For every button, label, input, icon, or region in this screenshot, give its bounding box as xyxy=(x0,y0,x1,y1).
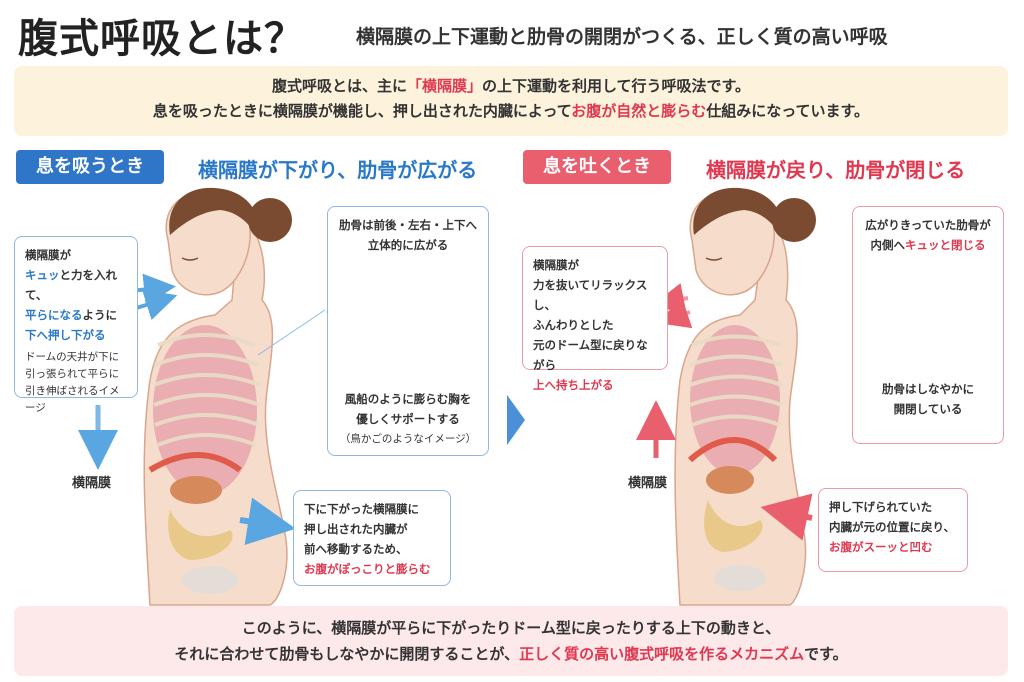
intro-panel: 腹式呼吸とは、主に「横隔膜」の上下運動を利用して行う呼吸法です。 息を吸ったとき… xyxy=(14,66,1008,136)
exhale-diaphragm-label: 横隔膜 xyxy=(628,476,668,491)
inhale-diaphragm-label: 横隔膜 xyxy=(72,476,112,491)
inhale-heading: 横隔膜が下がり、肋骨が広がる xyxy=(198,158,478,182)
exhale-belly-box: 押し下げられていた 内臓が元の位置に戻り、 お腹がスーッと凹む xyxy=(818,488,968,572)
summary-line-1: このように、横隔膜が平らに下がったりドーム型に戻ったりする上下の動きと、 xyxy=(241,619,781,637)
inhale-badge: 息を吸うとき xyxy=(16,150,164,184)
exhale-rib-box: 広がりきっていた肋骨が 内側へキュッと閉じる 肋骨はしなやかに 開閉している xyxy=(852,206,1004,444)
page-subtitle: 横隔膜の上下運動と肋骨の開閉がつくる、正しく質の高い呼吸 xyxy=(356,26,888,48)
next-arrow-icon xyxy=(507,395,525,445)
inhale-diaphragm-box: 横隔膜が キュッと力を入れて、 平らになるように 下へ押し下がる ドームの天井が… xyxy=(14,236,138,414)
inhale-rib-box: 肋骨は前後・左右・上下へ 立体的に広がる 風船のように膨らむ胸を 優しくサポート… xyxy=(327,206,489,456)
summary-panel: このように、横隔膜が平らに下がったりドーム型に戻ったりする上下の動きと、 それに… xyxy=(14,606,1008,676)
intro-line-1: 腹式呼吸とは、主に「横隔膜」の上下運動を利用して行う呼吸法です。 xyxy=(271,77,751,95)
inhale-figure xyxy=(78,187,326,606)
exhale-heading: 横隔膜が戻り、肋骨が閉じる xyxy=(706,158,966,182)
exhale-figure xyxy=(636,187,816,606)
intro-line-2: 息を吸ったときに横隔膜が機能し、押し出された内臓によってお腹が自然と膨らむ仕組み… xyxy=(152,102,870,120)
exhale-badge: 息を吐くとき xyxy=(523,150,671,184)
summary-line-2: それに合わせて肋骨もしなやかに開閉することが、正しく質の高い腹式呼吸を作るメカニ… xyxy=(174,645,848,663)
inhale-belly-box: 下に下がった横隔膜に 押し出された内臓が 前へ移動するため、 お腹がぽっこりと膨… xyxy=(293,490,451,586)
exhale-diaphragm-box: 横隔膜が 力を抜いてリラックスし、 ふんわりとした 元のドーム型に戻りながら 上… xyxy=(522,246,668,392)
page-title: 腹式呼吸とは？ xyxy=(18,16,305,62)
